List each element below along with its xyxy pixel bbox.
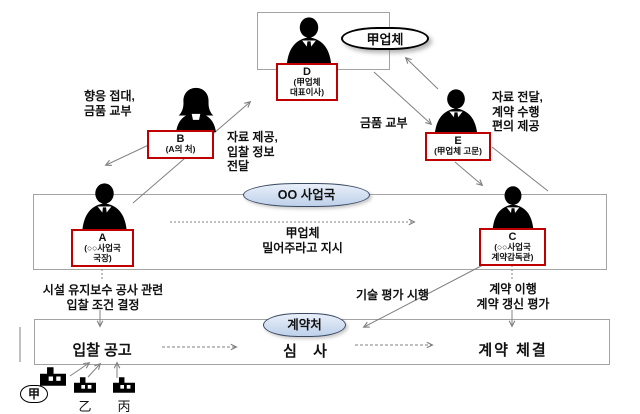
bidder-byeong-label: 丙 <box>117 399 131 414</box>
bidder-eul-label: 乙 <box>78 399 92 414</box>
person-silhouette-b <box>168 87 224 132</box>
actor-d-role-2: 대표이사) <box>289 86 325 97</box>
note-contract-renewal-line2: 계약 갱신 평가 <box>476 296 550 311</box>
actor-e-role-1: (甲업체 고문) <box>434 146 482 156</box>
actor-e-name: E <box>454 135 462 147</box>
note-data-provision-line3: 전달 <box>227 159 250 173</box>
bidder-gap-oval: 甲 <box>20 385 48 403</box>
label-actor-a: A (○○사업국 국장) <box>71 229 134 267</box>
actor-c-name: C <box>508 231 517 243</box>
person-silhouette-a <box>76 182 133 230</box>
note-hospitality-line1: 향응 접대, <box>84 89 135 103</box>
actor-a-role-1: (○○사업국 <box>84 243 121 253</box>
note-push-directive-line1: 甲업체 <box>285 226 320 240</box>
note-data-delivery-line3: 편의 제공 <box>492 119 540 133</box>
person-silhouette-d <box>281 16 337 64</box>
factory-icon-gap <box>40 367 66 386</box>
actor-d-role-1: (甲업체 <box>293 77 321 87</box>
note-bid-conditions-line1: 시설 유지보수 공사 관련 <box>42 283 164 297</box>
actor-c-role-1: (○○사업국 <box>494 242 531 252</box>
arrow-e-to-company <box>406 58 439 90</box>
actor-d-name: D <box>303 66 311 78</box>
note-data-provision: 자료 제공, 입찰 정보 전달 <box>227 130 278 174</box>
actor-c-role-2: 계약감독관) <box>491 251 534 262</box>
note-data-delivery-line2: 계약 수행 <box>492 104 540 119</box>
arrow-bidder2-to-bid <box>87 364 100 378</box>
note-data-delivery: 자료 전달, 계약 수행 편의 제공 <box>492 90 543 134</box>
process-contract-sign: 계약 체결 <box>478 342 548 359</box>
contract-office-oval: 계약처 <box>263 313 346 337</box>
note-contract-renewal: 계약 이행 계약 갱신 평가 <box>440 282 586 311</box>
person-silhouette-e <box>427 88 485 134</box>
process-bid-notice: 입찰 공고 <box>72 342 132 359</box>
note-data-delivery-line1: 자료 전달, <box>492 90 543 104</box>
actor-a-name: A <box>98 232 107 244</box>
note-push-directive-line2: 밀어주라고 지시 <box>262 240 343 255</box>
note-contract-renewal-line1: 계약 이행 <box>489 282 537 296</box>
actor-b-role-1: (A의 처) <box>165 144 196 154</box>
company-oval: 甲업체 <box>341 27 429 50</box>
factory-icon-eul <box>74 377 96 393</box>
bureau-oval: OO 사업국 <box>243 183 370 207</box>
note-bid-conditions-line2: 입찰 조건 결정 <box>66 297 140 312</box>
label-actor-c: C (○○사업국 계약감독관) <box>479 228 546 266</box>
note-hospitality-line2: 금품 교부 <box>84 103 132 118</box>
actor-a-role-2: 국장) <box>93 252 112 263</box>
process-review: 심 사 <box>283 343 333 360</box>
label-actor-b: B (A의 처) <box>147 130 214 159</box>
note-bid-conditions: 시설 유지보수 공사 관련 입찰 조건 결정 <box>18 283 188 312</box>
note-data-provision-line1: 자료 제공, <box>227 130 278 144</box>
person-silhouette-c <box>483 185 543 229</box>
note-push-directive: 甲업체 밀어주라고 지시 <box>230 226 375 255</box>
factory-icon-byeong <box>113 377 135 393</box>
label-actor-d: D (甲업체 대표이사) <box>276 63 338 101</box>
note-data-provision-line2: 입찰 정보 <box>227 144 275 159</box>
note-money-delivery: 금품 교부 <box>360 116 408 130</box>
arrow-e-to-c <box>454 161 482 185</box>
note-hospitality: 향응 접대, 금품 교부 <box>84 89 135 118</box>
label-actor-e: E (甲업체 고문) <box>425 132 491 161</box>
note-tech-evaluation: 기술 평가 시행 <box>356 288 429 302</box>
